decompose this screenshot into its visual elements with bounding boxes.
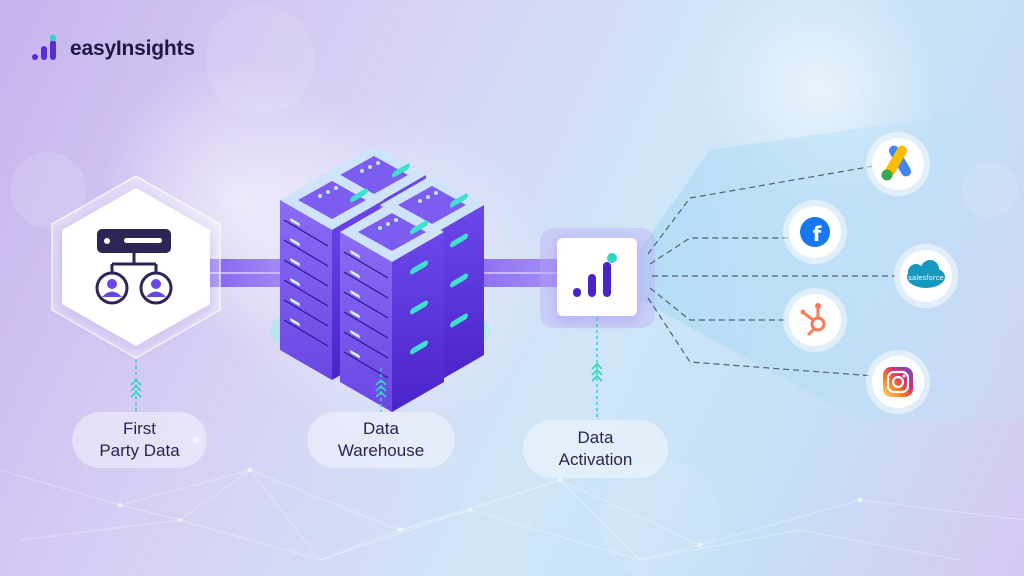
hubspot-icon: [783, 288, 847, 352]
first-party-data-node: [51, 175, 221, 359]
data-warehouse-label: Data Warehouse: [307, 412, 455, 468]
label-line: Data: [363, 419, 399, 438]
salesforce-wordmark: salesforce: [908, 274, 943, 282]
brand-logo: easyInsights: [30, 34, 195, 64]
stem-chevrons: [130, 362, 603, 398]
instagram-icon: [866, 350, 930, 414]
data-warehouse-node: [270, 144, 490, 413]
label-line: First: [122, 419, 157, 438]
label-line: Party Data: [99, 441, 180, 460]
server-icon: [339, 201, 445, 413]
network-users-icon: [95, 229, 173, 305]
google-ads-icon: [866, 132, 930, 196]
data-activation-label: Data Activation: [523, 420, 668, 478]
label-line: Activation: [558, 450, 633, 469]
first-party-data-label: First Party Data: [72, 412, 207, 468]
facebook-glyph: f: [813, 222, 822, 246]
label-line: Warehouse: [337, 441, 425, 460]
brand-logo-icon: [32, 34, 57, 60]
salesforce-icon: salesforce: [894, 244, 958, 308]
data-activation-node: [540, 228, 655, 328]
activation-logo-icon: [573, 253, 617, 297]
label-line: Data: [577, 428, 614, 447]
brand-name: easyInsights: [70, 37, 195, 60]
fan-out-lines: [647, 165, 895, 377]
facebook-icon: f: [783, 200, 847, 264]
